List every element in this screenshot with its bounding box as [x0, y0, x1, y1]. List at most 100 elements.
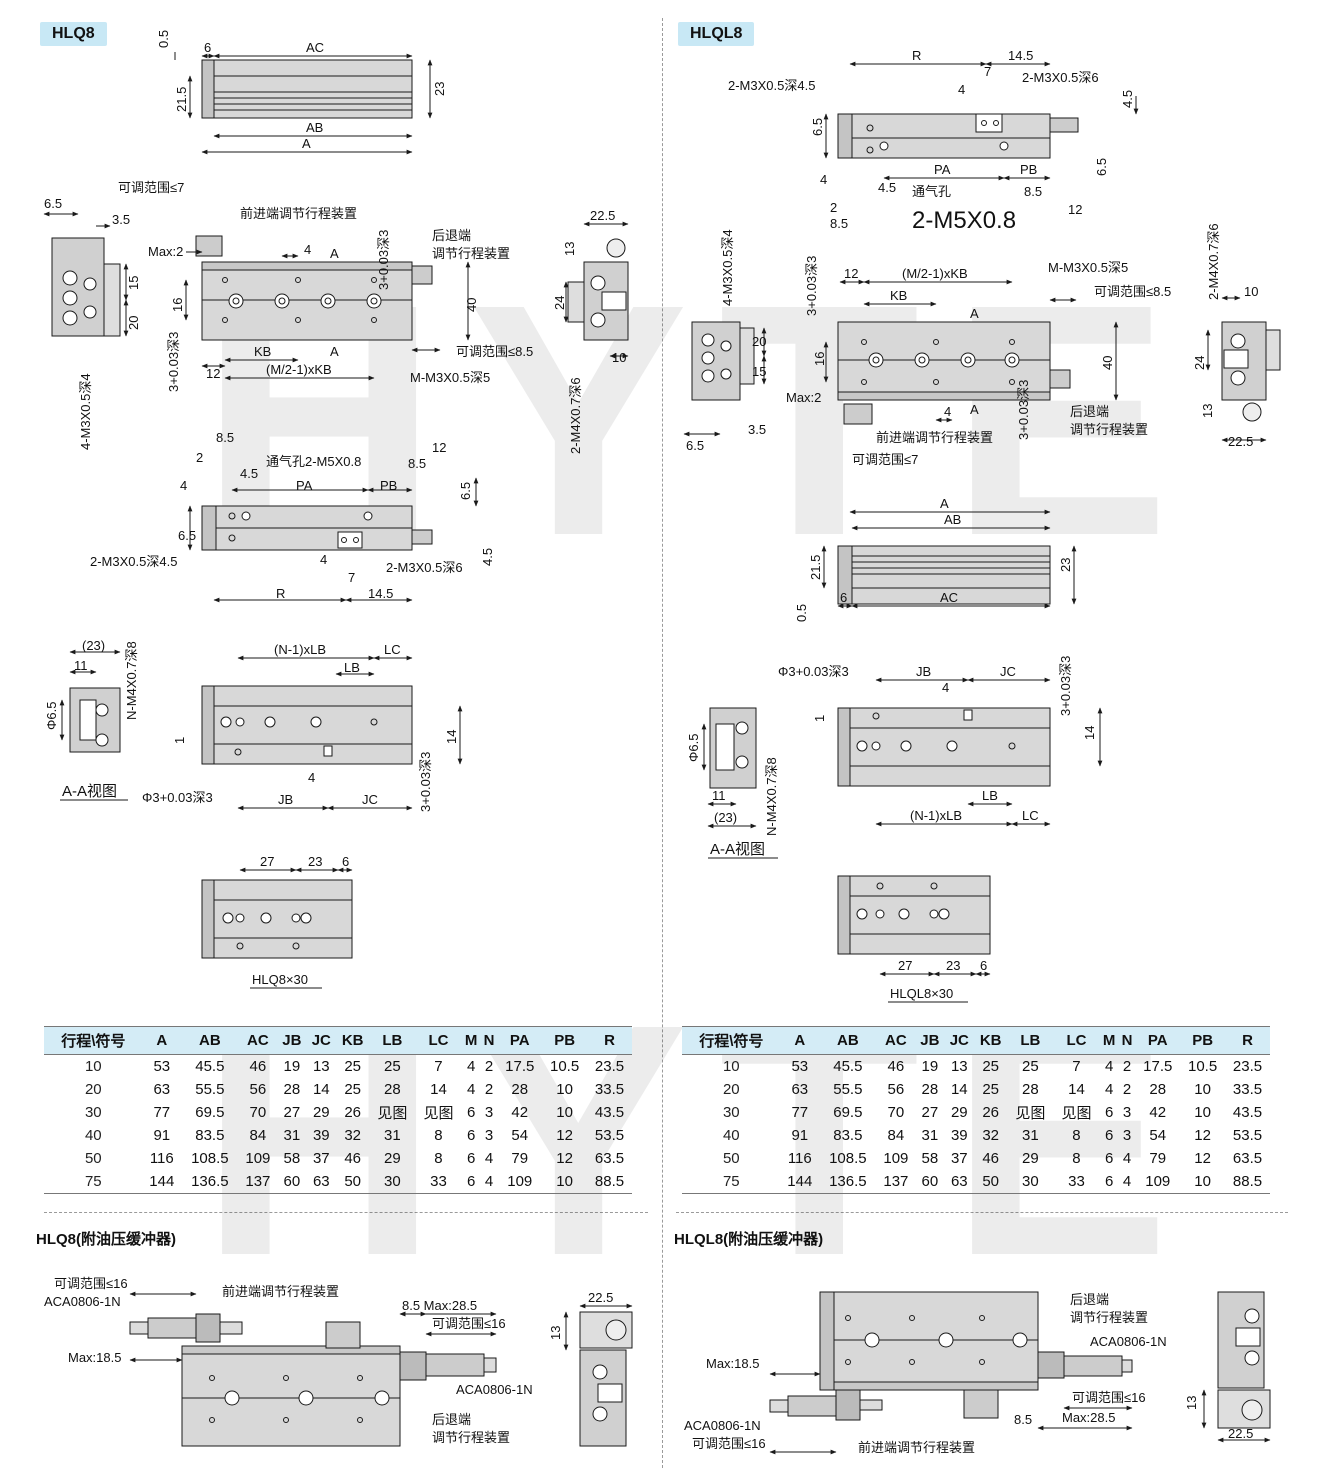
- table-cell: 2: [1118, 1054, 1136, 1078]
- dimension-labels: AC 6 0.5 21.5 23 AB A 可调范围≤7 6.5 3.5 15 …: [44, 30, 1258, 1455]
- table-cell: 79: [511, 1150, 529, 1167]
- table-cell: 见图: [423, 1105, 454, 1122]
- table-cell: 116: [787, 1150, 812, 1167]
- r-lbl-23: 23: [1058, 558, 1073, 572]
- lbl-lc: LC: [384, 642, 401, 657]
- lbl-a-sec: A: [330, 246, 339, 261]
- table-cell: 45.5: [181, 1054, 239, 1078]
- lbl-depth3-b: 3+0.03深3: [166, 332, 181, 392]
- rb-lbl-13: 13: [1184, 1396, 1199, 1410]
- r-lbl-4-5: 4.5: [1120, 90, 1135, 108]
- table-header-cell: JB: [915, 1026, 945, 1055]
- table-cell: 12: [1194, 1150, 1211, 1167]
- table-header-cell: M: [1099, 1026, 1119, 1055]
- r-lbl-4-c: 4: [944, 404, 951, 419]
- r-lbl-27: 27: [898, 958, 912, 973]
- r-lbl-16: 16: [812, 352, 827, 366]
- lbl-rear-adjust: 调节行程装置: [432, 246, 510, 261]
- table-cell: 63: [306, 1170, 337, 1194]
- lbl-depth3-c: 3+0.03深3: [418, 752, 433, 812]
- r-lbl-4-m3: 4-M3X0.5深4: [720, 229, 735, 306]
- r-lbl-6-5-c: 6.5: [686, 438, 704, 453]
- table-cell: 8: [434, 1150, 443, 1167]
- table-cell: 144: [142, 1170, 181, 1194]
- table-cell: 53.5: [594, 1127, 625, 1144]
- table-cell: 10: [556, 1081, 573, 1098]
- table-cell: 46: [238, 1054, 278, 1078]
- r-lbl-phi3: Φ3+0.03深3: [778, 664, 849, 679]
- lbl-adj-7: 可调范围≤7: [118, 180, 184, 195]
- table-cell: 144: [780, 1170, 819, 1194]
- table-header-cell: R: [1225, 1026, 1270, 1055]
- left-end-view-b: [563, 221, 629, 359]
- lbl-kb: KB: [254, 344, 271, 359]
- rb-lbl-8-5: 8.5: [1014, 1412, 1032, 1427]
- lbl-a-sec2: A: [330, 344, 339, 359]
- table-cell: 55.5: [833, 1081, 863, 1098]
- r-lbl-aa: A-A视图: [710, 841, 765, 858]
- left-lb-view: [201, 655, 463, 811]
- table-cell: 29: [312, 1104, 330, 1121]
- lbl-22-5: 22.5: [590, 208, 615, 223]
- table-cell: 29: [950, 1104, 968, 1121]
- lbl-front-adjust: 前进端调节行程装置: [240, 206, 357, 221]
- lbl-vent-full: 通气孔2-M5X0.8: [266, 454, 361, 469]
- table-cell: 75: [682, 1170, 781, 1194]
- table-cell: 见图: [377, 1105, 408, 1122]
- r-lbl-6-b: 6: [980, 958, 987, 973]
- r-lbl-0-5: 0.5: [794, 604, 809, 622]
- lbl-m4-8: N-M4X0.7深8: [124, 641, 139, 720]
- table-cell: 10: [44, 1054, 143, 1078]
- table-cell: 3: [1122, 1127, 1132, 1144]
- table-cell: 136.5: [181, 1170, 239, 1194]
- table-cell: 28: [384, 1081, 401, 1098]
- table-cell: 116: [149, 1150, 174, 1167]
- table-cell: 3: [1122, 1104, 1132, 1121]
- table-cell: 8: [1072, 1150, 1081, 1167]
- table-cell: 30: [369, 1170, 416, 1194]
- table-cell: 58: [921, 1150, 939, 1167]
- table-header-cell: 行程\符号: [44, 1026, 143, 1055]
- b-lbl-adj-16: 可调范围≤16: [54, 1276, 128, 1291]
- table-cell: 42: [511, 1104, 529, 1121]
- table-cell: 12: [556, 1127, 573, 1144]
- table-header-cell: LB: [369, 1026, 416, 1055]
- r-lbl-m3-45: 2-M3X0.5深4.5: [728, 78, 815, 93]
- r-lbl-m4-6: 2-M4X0.7深6: [1206, 223, 1221, 300]
- left-bottom-view: [187, 477, 479, 603]
- table-cell: 13: [944, 1054, 975, 1078]
- left-buffer-end-view: [563, 1303, 633, 1447]
- table-cell: 88.5: [1225, 1170, 1270, 1194]
- rb-lbl-max285: Max:28.5: [1062, 1410, 1115, 1425]
- left-aa-view: [59, 649, 128, 801]
- r-lbl-jc: JC: [1000, 664, 1016, 679]
- table-cell: 4: [1118, 1170, 1136, 1194]
- table-cell: 28: [921, 1081, 939, 1098]
- rb-lbl-adj-16-b: 可调范围≤16: [692, 1436, 766, 1451]
- table-header-cell: M: [461, 1026, 481, 1055]
- r-lbl-m4-8: N-M4X0.7深8: [764, 757, 779, 836]
- lbl-r: R: [276, 586, 285, 601]
- r-lbl-23-b: 23: [946, 958, 960, 973]
- r-lbl-a-b: A: [940, 496, 949, 511]
- r-lbl-rear-end: 后退端: [1070, 404, 1109, 419]
- table-cell: 见图: [1015, 1105, 1046, 1122]
- table-cell: 8: [434, 1127, 443, 1144]
- r-lbl-4-5-b: 4.5: [878, 180, 896, 195]
- table-cell: 40: [84, 1127, 102, 1144]
- table-cell: 109: [245, 1150, 271, 1167]
- lbl-6-b: 6: [342, 854, 349, 869]
- table-cell: 6: [1104, 1150, 1114, 1167]
- table-cell: 10: [1194, 1104, 1211, 1121]
- table-cell: 53: [142, 1054, 181, 1078]
- table-header-cell: PB: [1180, 1026, 1226, 1055]
- table-cell: 14: [1068, 1081, 1085, 1098]
- table-cell: 56: [887, 1081, 905, 1098]
- table-cell: 109: [1135, 1170, 1181, 1194]
- table-cell: 13: [306, 1054, 337, 1078]
